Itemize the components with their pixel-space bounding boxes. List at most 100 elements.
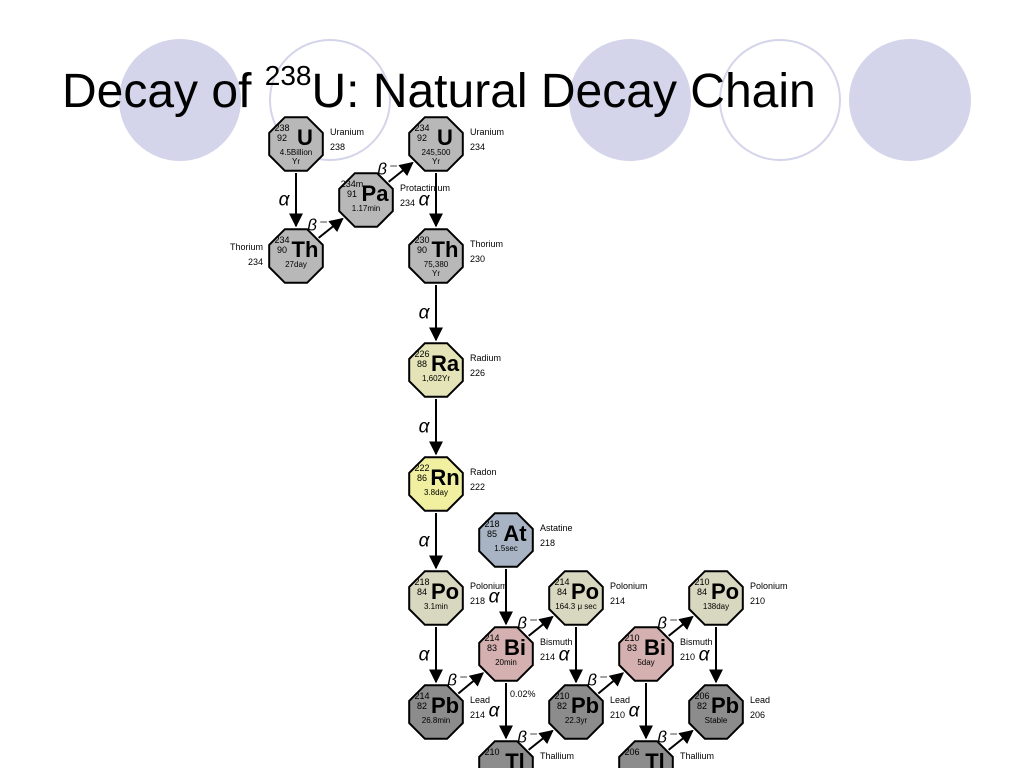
nuclide-symbol: Bi: [504, 635, 526, 660]
nuclide-symbol: Ra: [431, 351, 460, 376]
decay-arrow-bi210-to-po210: [668, 615, 694, 637]
nuclide-symbol: Tl: [505, 749, 525, 768]
nuclide-octagon: [408, 342, 464, 398]
nuclide-mass-number: 234: [274, 235, 289, 245]
nuclide-octagon: [548, 684, 604, 740]
nuclide-name-mass: 238: [330, 142, 345, 152]
nuclide-atomic-number: 82: [417, 701, 427, 711]
nuclide-name-mass: 210: [680, 652, 695, 662]
nuclide-name: Uranium: [470, 127, 504, 137]
nuclide-mass-number: 218: [414, 577, 429, 587]
nuclide-half-life: Stable: [705, 716, 728, 725]
nuclide-mass-number: 238: [274, 123, 289, 133]
decay-label-tl210-to-pb210: β⁻: [516, 727, 538, 746]
nuclide-half-life: 3.8day: [424, 488, 448, 497]
nuclide-octagon: [478, 626, 534, 682]
nuclide-octagon: [268, 228, 324, 284]
nuclide-atomic-number: 86: [417, 473, 427, 483]
nuclide-symbol: U: [437, 125, 453, 150]
nuclide-name: Radon: [470, 467, 497, 477]
nuclide-symbol: Po: [571, 579, 599, 604]
decay-label-bi210-to-tl206: α: [629, 701, 641, 722]
nuclide-half-life: 245,500: [422, 148, 451, 157]
nuclide-octagon: [618, 740, 674, 768]
nuclide-mass-number: 206: [694, 691, 709, 701]
nuclide-atomic-number: 92: [277, 133, 287, 143]
nuclide-half-life: 5day: [637, 658, 654, 667]
decay-label-u234-to-th230: α: [419, 190, 431, 211]
decay-label-ra226-to-rn222: α: [419, 417, 431, 438]
nuclide-atomic-number: 83: [487, 643, 497, 653]
nuclide-atomic-number: 84: [697, 587, 707, 597]
decay-arrow-pb214-to-bi214: [457, 672, 484, 695]
nuclide-octagon: [478, 740, 534, 768]
nuclide-symbol: Th: [432, 237, 459, 262]
nuclide-mass-number: 226: [414, 349, 429, 359]
nuclide-name: Uranium: [330, 127, 364, 137]
decay-label-th234-to-pa234: β⁻: [306, 215, 328, 234]
decay-label-bi214-to-po214: β⁻: [516, 613, 538, 632]
nuclide-name: Polonium: [750, 581, 788, 591]
decay-arrow-tl210-to-pb210: [528, 729, 554, 751]
nuclide-name: Thorium: [470, 239, 503, 249]
decay-arrow-pa234-to-u234: [388, 161, 414, 183]
nuclide-mass-number: 210: [694, 577, 709, 587]
nuclide-atomic-number: 90: [277, 245, 287, 255]
nuclide-octagon: [268, 116, 324, 172]
nuclide-name-mass: 210: [750, 596, 765, 606]
title-prefix: Decay of: [62, 65, 265, 118]
nuclide-name-mass: 218: [470, 596, 485, 606]
nuclide-symbol: Po: [431, 579, 459, 604]
nuclide-name-mass: 234: [400, 198, 415, 208]
nuclide-mass-number: 222: [414, 463, 429, 473]
nuclide-symbol: Th: [292, 237, 319, 262]
nuclide-atomic-number: 88: [417, 359, 427, 369]
title-mass-superscript: 238: [264, 60, 312, 91]
nuclide-half-life: 26.8min: [422, 716, 450, 725]
nuclide-name-mass: 226: [470, 368, 485, 378]
nuclide-name-mass: 234: [470, 142, 485, 152]
decoration-circle: [269, 39, 391, 161]
nuclide-octagon: [548, 570, 604, 626]
nuclide-name: Polonium: [610, 581, 648, 591]
nuclide-mass-number: 210: [554, 691, 569, 701]
nuclide-symbol: Po: [711, 579, 739, 604]
nuclide-symbol: Bi: [644, 635, 666, 660]
decay-label-tl206-to-pb206: β⁻: [656, 727, 678, 746]
nuclide-octagon: [408, 570, 464, 626]
decay-arrow-tl206-to-pb206: [668, 729, 694, 751]
nuclide-name: Bismuth: [680, 637, 713, 647]
nuclide-half-life: 4.5Billion: [280, 148, 312, 157]
nuclide-half-life: 1.17min: [352, 204, 380, 213]
decay-label-po214-to-pb210: α: [559, 645, 571, 666]
nuclide-name: Thallium: [680, 751, 714, 761]
nuclide-name: Astatine: [540, 523, 573, 533]
nuclide-octagon: [688, 570, 744, 626]
decay-label-po210-to-pb206: α: [699, 645, 711, 666]
nuclide-mass-number: 214: [414, 691, 429, 701]
nuclide-mass-number: 214: [554, 577, 569, 587]
nuclide-octagon: [408, 456, 464, 512]
nuclide-mass-number: 234: [414, 123, 429, 133]
nuclide-octagon: [478, 512, 534, 568]
nuclide-atomic-number: 91: [347, 189, 357, 199]
nuclide-name-mass: 210: [610, 710, 625, 720]
nuclide-half-life-unit: Yr: [432, 269, 440, 278]
decoration-circle: [719, 39, 841, 161]
nuclide-name: Protactinium: [400, 183, 450, 193]
nuclide-half-life-unit: Yr: [292, 157, 300, 166]
nuclide-mass-number: 234m: [341, 179, 364, 189]
decay-label-rn222-to-po218: α: [419, 531, 431, 552]
